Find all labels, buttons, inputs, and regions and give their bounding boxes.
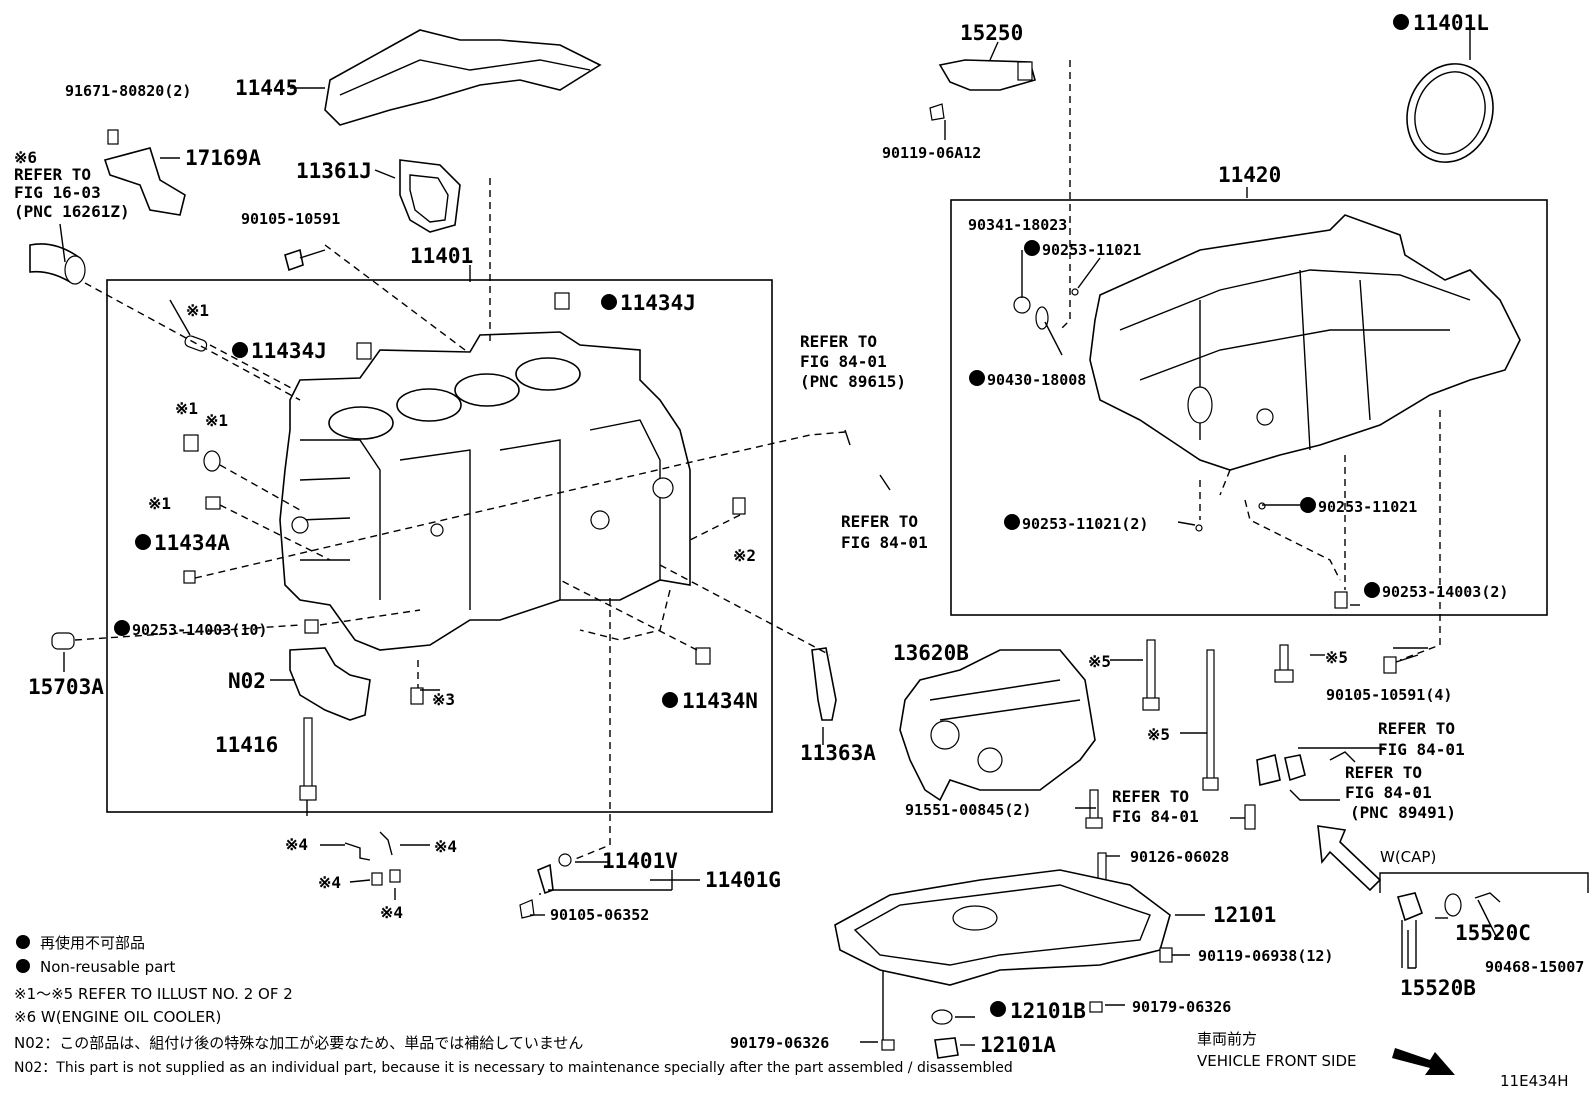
label-N02: N02 xyxy=(228,669,266,693)
mark-1c: ※1 xyxy=(205,411,228,430)
label-90119-06938: 90119-06938(12) xyxy=(1198,947,1333,965)
label-90253-14003-2: 90253-14003(2) xyxy=(1382,583,1508,601)
label-90468: 90468-15007 xyxy=(1485,958,1584,976)
label-front-jp: 車両前方 xyxy=(1197,1030,1257,1048)
oil-pan-upper-group-box xyxy=(950,199,1548,616)
label-91551: 91551-00845(2) xyxy=(905,801,1031,819)
label-refer-8401-e2: FIG 84-01 xyxy=(1112,807,1199,826)
label-17169A: 17169A xyxy=(185,146,261,170)
cylinder-block-drawing xyxy=(279,331,691,651)
legend-w-cooler: ※6 W(ENGINE OIL COOLER) xyxy=(14,1008,221,1026)
legend-jp-nonreusable: 再使用不可部品 xyxy=(40,934,145,952)
label-refer-8401-b2: FIG 84-01 xyxy=(841,533,928,552)
mark-2: ※2 xyxy=(733,546,756,565)
label-90253-11021-2: 90253-11021(2) xyxy=(1022,515,1148,533)
label-refer-8401-d3: (PNC 89491) xyxy=(1350,803,1456,822)
mark-4d: ※4 xyxy=(380,903,403,922)
legend-refer-illust: ※1～※5 REFER TO ILLUST NO. 2 OF 2 xyxy=(14,985,293,1003)
label-11401G: 11401G xyxy=(705,868,781,892)
label-90179-b: 90179-06326 xyxy=(730,1034,829,1052)
label-11434J-b: 11434J xyxy=(251,339,327,363)
mark-5c: ※5 xyxy=(1325,648,1348,667)
label-11445: 11445 xyxy=(235,76,298,100)
label-11434A: 11434A xyxy=(154,531,230,555)
oil-pan-drawing xyxy=(834,869,1171,986)
mark-5a: ※5 xyxy=(1088,652,1111,671)
mark-4b: ※4 xyxy=(434,837,457,856)
label-90253-11021-a: 90253-11021 xyxy=(1042,241,1141,259)
label-15520B: 15520B xyxy=(1400,976,1476,1000)
label-90253-14003-10: 90253-14003(10) xyxy=(132,621,267,639)
direction-arrow xyxy=(1317,825,1382,892)
label-refer-1603-c: (PNC 16261Z) xyxy=(14,202,130,221)
label-90253-11021-b: 90253-11021 xyxy=(1318,498,1417,516)
shield-11445-drawing xyxy=(324,29,602,126)
label-13620B: 13620B xyxy=(893,641,969,665)
gasket-11361J-drawing xyxy=(399,159,461,233)
label-refer-8401-d2: FIG 84-01 xyxy=(1345,783,1432,802)
label-90341-18023: 90341-18023 xyxy=(968,216,1067,234)
label-91671: 91671-80820(2) xyxy=(65,82,191,100)
label-90105-10591-4: 90105-10591(4) xyxy=(1326,686,1452,704)
label-11420: 11420 xyxy=(1218,163,1281,187)
label-refer-8401-c2: FIG 84-01 xyxy=(1378,740,1465,759)
mark-1d: ※1 xyxy=(148,494,171,513)
label-refer-8401-e1: REFER TO xyxy=(1112,787,1189,806)
label-12101: 12101 xyxy=(1213,903,1276,927)
label-90430-18008: 90430-18008 xyxy=(987,371,1086,389)
label-11361J: 11361J xyxy=(296,159,372,183)
mark-4a: ※4 xyxy=(285,835,308,854)
mark-4c: ※4 xyxy=(318,873,341,892)
label-11401L: 11401L xyxy=(1413,11,1489,35)
label-11434J-a: 11434J xyxy=(620,291,696,315)
label-11401: 11401 xyxy=(410,244,473,268)
legend-n02-jp: N02：この部品は、組付け後の特殊な加工が必要なため、単品では補給していません xyxy=(14,1034,583,1052)
mark-1a: ※1 xyxy=(186,301,209,320)
label-12101A: 12101A xyxy=(980,1033,1056,1057)
label-12101B: 12101B xyxy=(1010,999,1086,1023)
mark-3: ※3 xyxy=(432,690,455,709)
label-11363A: 11363A xyxy=(800,741,876,765)
mark-1b: ※1 xyxy=(175,399,198,418)
label-15703A: 15703A xyxy=(28,675,104,699)
vehicle-front-arrow xyxy=(1392,1048,1455,1075)
label-11401V: 11401V xyxy=(602,849,678,873)
legend-n02-en: N02：This part is not supplied as an indi… xyxy=(14,1060,1013,1076)
n02-drawing xyxy=(289,647,371,721)
label-15250: 15250 xyxy=(960,21,1023,45)
label-90179-a: 90179-06326 xyxy=(1132,998,1231,1016)
label-90126: 90126-06028 xyxy=(1130,848,1229,866)
label-refer-8401-d1: REFER TO xyxy=(1345,763,1422,782)
label-90105-06352: 90105-06352 xyxy=(550,906,649,924)
label-refer-8401-a2: FIG 84-01 xyxy=(800,352,887,371)
label-wcap: W(CAP) xyxy=(1380,848,1436,866)
oil-pump-drawing xyxy=(899,649,1096,802)
diagram-code: 11E434H xyxy=(1500,1072,1568,1090)
label-note6: ※6 xyxy=(14,148,37,167)
mark-5b: ※5 xyxy=(1147,725,1170,744)
label-refer-1603-b: FIG 16-03 xyxy=(14,183,101,202)
cylinder-block-group-box xyxy=(106,279,773,813)
legend-en-nonreusable: Non-reusable part xyxy=(40,958,175,976)
bracket-17169A-drawing xyxy=(103,147,186,216)
label-refer-8401-c1: REFER TO xyxy=(1378,719,1455,738)
label-11416: 11416 xyxy=(215,733,278,757)
label-11434N: 11434N xyxy=(682,689,758,713)
label-refer-8401-b1: REFER TO xyxy=(841,512,918,531)
label-90119-06A12: 90119-06A12 xyxy=(882,144,981,162)
label-refer-1603-a: REFER TO xyxy=(14,165,91,184)
label-90105-10591: 90105-10591 xyxy=(241,210,340,228)
oil-pan-upper-drawing xyxy=(1089,214,1521,471)
label-15520C: 15520C xyxy=(1455,921,1531,945)
label-refer-8401-a1: REFER TO xyxy=(800,332,877,351)
label-front-en: VEHICLE FRONT SIDE xyxy=(1197,1052,1357,1070)
label-refer-8401-a3: (PNC 89615) xyxy=(800,372,906,391)
